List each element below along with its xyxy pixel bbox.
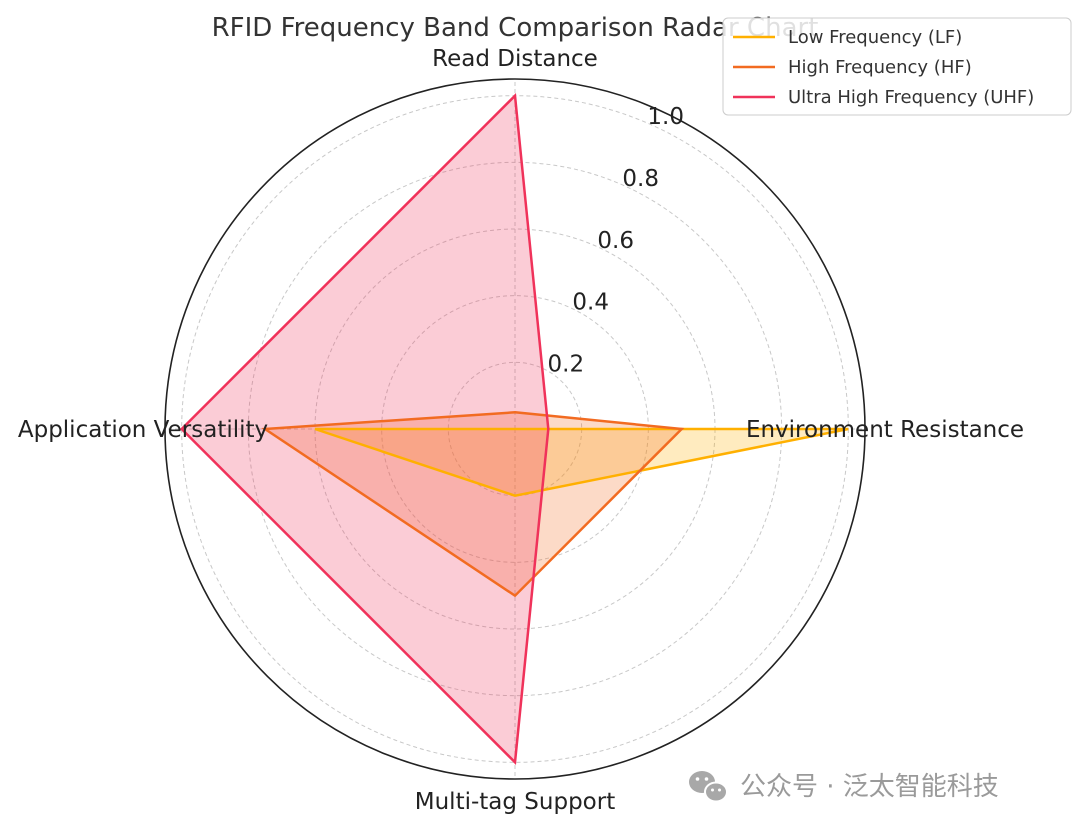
radial-tick-label: 0.2 <box>548 352 585 378</box>
category-label: Read Distance <box>432 46 598 72</box>
category-label: Application Versatility <box>18 417 268 443</box>
series-line-1 <box>261 411 685 598</box>
radial-tick-label: 0.4 <box>572 290 609 316</box>
radial-tick-label: 0.6 <box>597 228 634 254</box>
radial-tick-labels: 0.2 0.4 0.6 0.8 1.0 <box>548 104 684 377</box>
legend-frame <box>722 17 1072 116</box>
chart-title: RFID Frequency Band Comparison Radar Cha… <box>212 13 819 43</box>
series-line-0 <box>314 427 849 497</box>
outer-frame-circle <box>164 78 866 780</box>
radar-series <box>179 92 849 766</box>
series-area-0 <box>315 429 849 496</box>
legend: Low Frequency (LF) High Frequency (HF) Ult… <box>722 17 1072 116</box>
wechat-icon <box>689 771 728 803</box>
watermark-text: 公众号 · 泛太智能科技 <box>740 772 999 802</box>
legend-label-0: Low Frequency (LF) <box>788 27 962 48</box>
legend-label-2: Ultra High Frequency (UHF) <box>788 87 1034 108</box>
watermark: 公众号 · 泛太智能科技 <box>689 771 999 803</box>
series-area-1 <box>265 412 682 596</box>
series-line-2 <box>179 92 550 766</box>
radial-tick-label: 0.8 <box>622 166 659 192</box>
category-label: Environment Resistance <box>746 417 1024 443</box>
category-label: Multi-tag Support <box>415 789 615 815</box>
legend-label-1: High Frequency (HF) <box>788 57 972 78</box>
radial-tick-label: 1.0 <box>647 104 684 130</box>
